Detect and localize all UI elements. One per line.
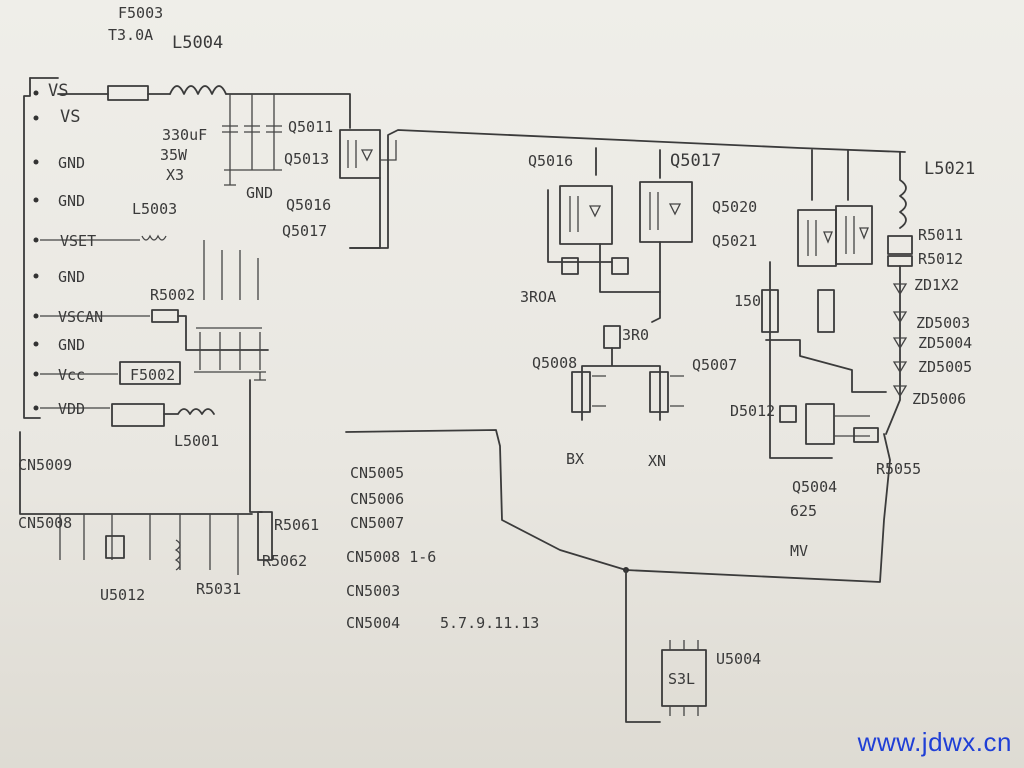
pin-vset: VSET bbox=[60, 232, 96, 250]
zd5004-label: ZD5004 bbox=[918, 334, 972, 352]
r5002-labels: R5002 F5002 L5001 bbox=[130, 286, 219, 450]
pin-gnd-2: GND bbox=[58, 192, 85, 210]
q5011-label: Q5011 bbox=[288, 118, 333, 136]
cn5003-label: CN5003 bbox=[346, 582, 400, 600]
pin-vdd: VDD bbox=[58, 400, 85, 418]
cn5006-label: CN5006 bbox=[350, 490, 404, 508]
q5004-value: 625 bbox=[790, 502, 817, 520]
pin-vs-1: VS bbox=[48, 81, 68, 101]
q5021-label: Q5021 bbox=[712, 232, 757, 250]
q5004-label: Q5004 bbox=[792, 478, 837, 496]
zd1x2-label: ZD1X2 bbox=[914, 276, 959, 294]
r5055-label: R5055 bbox=[876, 460, 921, 478]
zd5003-label: ZD5003 bbox=[916, 314, 970, 332]
f5002-label: F5002 bbox=[130, 366, 175, 384]
l5021-label: L5021 bbox=[924, 159, 975, 179]
r5011-label: R5011 bbox=[918, 226, 963, 244]
r5012-label: R5012 bbox=[918, 250, 963, 268]
q5020-label: Q5020 bbox=[712, 198, 757, 216]
pin-vscan: VSCAN bbox=[58, 308, 103, 326]
r5002-label: R5002 bbox=[150, 286, 195, 304]
u5004-label: U5004 bbox=[716, 650, 761, 668]
r5062-label: R5062 bbox=[262, 552, 307, 570]
f5003-label: F5003 bbox=[118, 4, 163, 22]
r3r0-label: 3R0 bbox=[622, 326, 649, 344]
q5013-label: Q5013 bbox=[284, 150, 329, 168]
pin-gnd-3: GND bbox=[58, 268, 85, 286]
top-left-labels: F5003 T3.0A L5004 330uF 35W X3 Q5011 Q50… bbox=[108, 4, 333, 240]
bx-right-label: XN bbox=[648, 452, 666, 470]
q5017-left-label: Q5017 bbox=[282, 222, 327, 240]
pins-list-label: 5.7.9.11.13 bbox=[440, 614, 539, 632]
cn5009-label: CN5009 bbox=[18, 456, 72, 474]
d5012-label: D5012 bbox=[730, 402, 775, 420]
watermark-text: www.jdwx.cn bbox=[857, 727, 1012, 757]
r3roa-label: 3ROA bbox=[520, 288, 556, 306]
r5031-label: R5031 bbox=[196, 580, 241, 598]
u5004-body: S3L bbox=[668, 670, 695, 688]
q5016-label: Q5016 bbox=[528, 152, 573, 170]
cap-qty: X3 bbox=[166, 166, 184, 184]
bottom-left-parts bbox=[19, 431, 273, 575]
f5003-rating: T3.0A bbox=[108, 26, 153, 44]
l5003-label: L5003 bbox=[132, 200, 177, 218]
pin-vcc: Vcc bbox=[58, 366, 85, 384]
center-labels: Q5016 Q5017 3ROA 3R0 Q5008 Q5007 BX XN bbox=[520, 151, 737, 470]
cn5004-label: CN5004 bbox=[346, 614, 400, 632]
cn5008-label: CN5008 bbox=[18, 514, 72, 532]
zd5006-label: ZD5006 bbox=[912, 390, 966, 408]
cn5008b-label: CN5008 1-6 bbox=[346, 548, 436, 566]
q5007-label: Q5007 bbox=[692, 356, 737, 374]
cap-spec: 330uF bbox=[162, 126, 207, 144]
q5008-label: Q5008 bbox=[532, 354, 577, 372]
q5004-marking: MV bbox=[790, 542, 808, 560]
l5004-label: L5004 bbox=[172, 33, 223, 53]
bottom-left-labels: CN5008 U5012 R5031 R5061 R5062 bbox=[18, 514, 319, 604]
connector-pin-labels: VS VS GND GND VSET GND VSCAN GND Vcc VDD… bbox=[18, 81, 103, 474]
pin-gnd-4: GND bbox=[58, 336, 85, 354]
r150-label: 150 bbox=[734, 292, 761, 310]
r5061-label: R5061 bbox=[274, 516, 319, 534]
left-connector bbox=[23, 77, 167, 419]
right-section bbox=[625, 149, 913, 583]
cn5007-label: CN5007 bbox=[350, 514, 404, 532]
u5012-label: U5012 bbox=[100, 586, 145, 604]
bx-left-label: BX bbox=[566, 450, 584, 468]
top-left-power bbox=[57, 85, 397, 249]
cn-list-labels: CN5005 CN5006 CN5007 CN5008 1-6 CN5003 C… bbox=[346, 464, 761, 688]
q5016-left-label: Q5016 bbox=[286, 196, 331, 214]
cn5005-label: CN5005 bbox=[350, 464, 404, 482]
center-stage bbox=[349, 129, 906, 421]
q5017-label: Q5017 bbox=[670, 151, 721, 171]
lower-loop bbox=[345, 429, 707, 723]
cap-volt: 35W bbox=[160, 146, 188, 164]
gnd-q-label: GND bbox=[246, 184, 273, 202]
right-labels: Q5020 Q5021 150 D5012 L5021 R5011 R5012 … bbox=[712, 159, 975, 560]
zd5005-label: ZD5005 bbox=[918, 358, 972, 376]
l5001-label: L5001 bbox=[174, 432, 219, 450]
pin-vs-2: VS bbox=[60, 107, 80, 127]
pin-gnd-1: GND bbox=[58, 154, 85, 172]
